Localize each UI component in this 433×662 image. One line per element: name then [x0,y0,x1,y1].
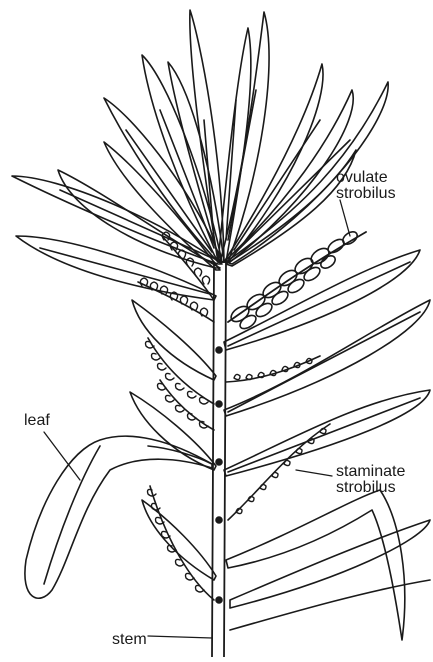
staminate-label-line1: staminate [336,464,405,480]
leaf-label: leaf [24,413,50,429]
ovulate-strobilus-label: ovulate strobilus [336,170,396,202]
ovulate-label-line2: strobilus [336,186,396,202]
staminate-strobilus-label: staminate strobilus [336,464,405,496]
labelled-leaf [25,436,212,598]
stem-label: stem [112,632,147,648]
staminate-label-line2: strobilus [336,480,405,496]
ovulate-label-line1: ovulate [336,170,396,186]
crown-leaves [12,10,388,270]
left-leaves [16,236,216,580]
